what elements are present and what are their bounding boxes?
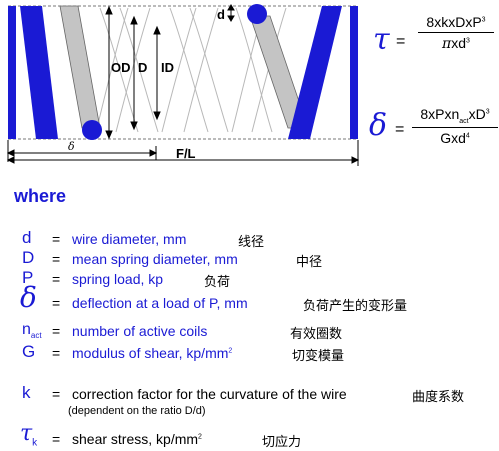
def-equals: =: [52, 323, 61, 339]
def-text: number of active coils: [72, 323, 208, 339]
def-chinese: 切变模量: [292, 349, 345, 364]
delta-fraction-bar: [412, 126, 498, 128]
def-chinese: 负荷: [204, 275, 231, 290]
def-text: spring load, kp: [72, 271, 164, 287]
def-symbol: τk: [20, 421, 38, 449]
tau-fraction-bar: [418, 32, 494, 33]
left-end-coil: [8, 6, 16, 139]
def-text: shear stress, kp/mm2: [72, 431, 202, 447]
mean-diameter-label: D: [138, 60, 147, 75]
def-chinese: 切应力: [262, 435, 302, 450]
spring-diagram: OD D ID d δ F/L: [6, 4, 360, 166]
def-chinese: 线径: [238, 235, 265, 250]
def-chinese: 有效圈数: [290, 327, 343, 342]
right-end-coil: [350, 6, 358, 139]
def-symbol: nact: [22, 321, 42, 341]
deflection-label: δ: [68, 140, 75, 153]
def-chinese: 负荷产生的变形量: [303, 299, 408, 314]
wire-diameter-label: d: [217, 7, 225, 22]
def-chinese: 曲度系数: [412, 390, 465, 405]
delta-symbol: δ: [369, 108, 388, 143]
tau-fraction: 8xkxDxP3 πxd3: [418, 14, 494, 52]
deflection-arrow: [6, 140, 158, 162]
def-equals: =: [52, 251, 61, 267]
def-text: deflection at a load of P, mm: [72, 295, 248, 311]
free-length-label: F/L: [176, 146, 196, 161]
def-symbol: D: [22, 248, 35, 267]
def-equals: =: [52, 345, 61, 361]
left-front-coil: [20, 6, 58, 139]
where-heading: where: [14, 186, 67, 206]
left-back-coil: [59, 5, 101, 129]
def-symbol: k: [22, 383, 31, 402]
wire-section-bottom: [82, 120, 102, 140]
wire-diameter-arrow: [227, 4, 235, 22]
def-symbol: δ: [20, 281, 37, 314]
def-equals: =: [52, 386, 61, 402]
def-text: correction factor for the curvature of t…: [72, 386, 347, 402]
delta-equals: =: [395, 121, 405, 138]
delta-numerator: 8xPxnactxD3: [420, 106, 490, 125]
right-front-coil: [288, 6, 342, 139]
diameter-dimensions: [105, 5, 161, 140]
def-symbol: P: [22, 268, 34, 287]
wire-section-top: [247, 4, 267, 24]
def-equals: =: [52, 431, 61, 447]
def-chinese: 中径: [296, 255, 323, 270]
tau-equals: =: [396, 33, 406, 50]
def-text: mean spring diameter, mm: [72, 251, 238, 267]
id-label: ID: [161, 60, 174, 75]
correction-factor-note: (dependent on the ratio D/d): [68, 405, 206, 417]
def-symbol: d: [22, 228, 32, 247]
def-equals: =: [52, 271, 61, 287]
def-text: wire diameter, mm: [72, 231, 187, 247]
def-equals: =: [52, 231, 61, 247]
tau-numerator: 8xkxDxP3: [426, 14, 486, 30]
tau-symbol: τ: [373, 22, 390, 57]
free-length-arrow: [6, 140, 360, 166]
delta-fraction: 8xPxnactxD3 Gxd4: [412, 106, 498, 146]
od-label: OD: [111, 60, 131, 75]
def-symbol: G: [22, 342, 36, 361]
def-equals: =: [52, 295, 61, 311]
def-text: modulus of shear, kp/mm2: [72, 345, 233, 361]
delta-denominator: Gxd4: [440, 129, 470, 146]
tau-denominator: πxd3: [442, 35, 470, 52]
